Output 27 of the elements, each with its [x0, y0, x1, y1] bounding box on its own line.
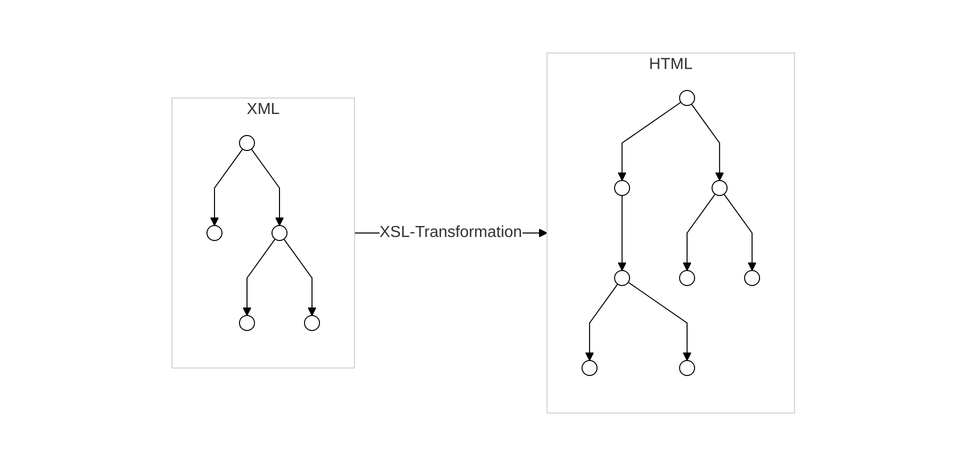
node-circle [206, 224, 222, 240]
node-circle [678, 90, 695, 106]
arrow [682, 193, 716, 270]
node-circle [238, 134, 255, 150]
node-circle [744, 270, 760, 286]
edge-label: XSL-Transformation [379, 224, 522, 240]
node-circle [711, 180, 728, 196]
cluster: HTML [546, 52, 795, 413]
arrow [210, 148, 243, 226]
arrow [617, 101, 682, 180]
node-circle [614, 270, 630, 286]
cluster: XML [171, 97, 355, 368]
arrow [584, 283, 618, 360]
arrow [690, 103, 724, 180]
node-circle [678, 270, 695, 286]
arrow [250, 148, 284, 226]
arrow [283, 238, 316, 316]
node-circle [614, 180, 630, 196]
arrow [723, 193, 756, 270]
arrow [242, 238, 276, 316]
node-circle [678, 360, 695, 376]
arrow [627, 281, 692, 360]
arrow [617, 194, 626, 270]
node-circle [238, 314, 255, 330]
node-circle [304, 314, 320, 330]
node-circle [581, 360, 598, 376]
node-circle [271, 224, 288, 240]
